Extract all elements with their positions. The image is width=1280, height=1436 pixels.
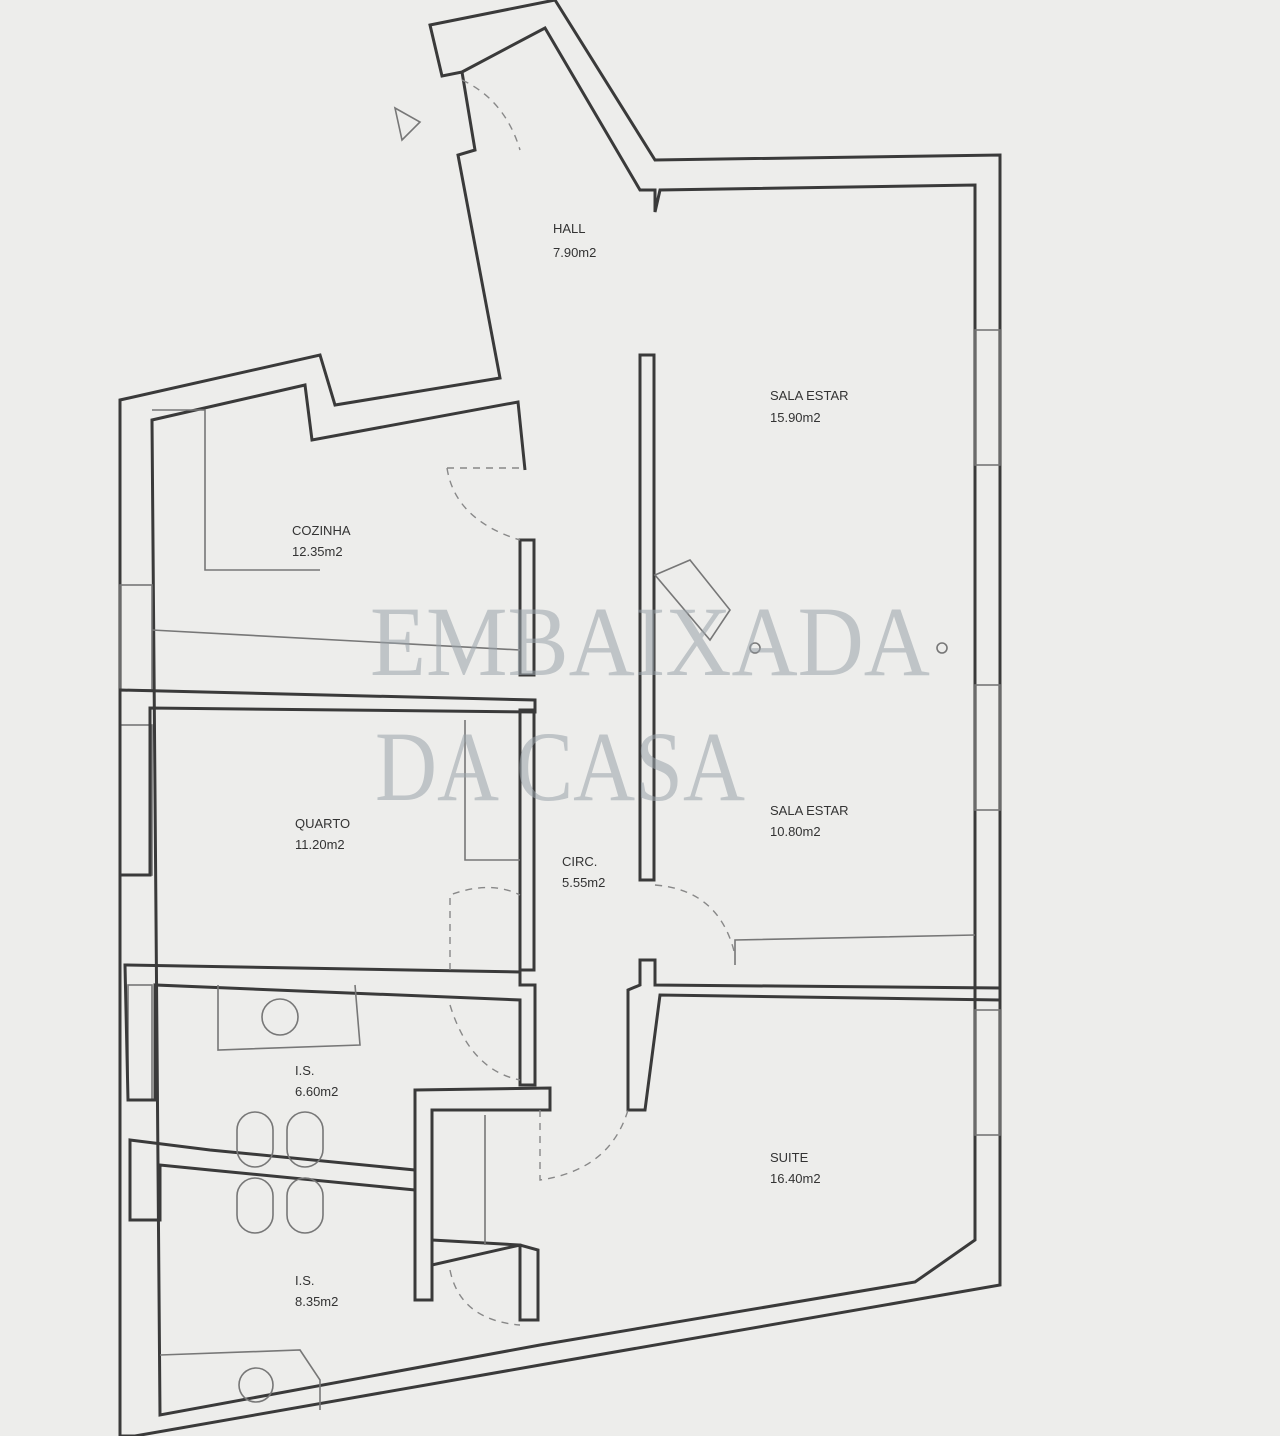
column-icon <box>936 642 948 654</box>
kitchen-counter <box>151 629 521 651</box>
room-cozinha: COZINHA 12.35m2 <box>292 523 351 559</box>
entrance-door <box>461 79 521 151</box>
svg-text:QUARTO: QUARTO <box>295 816 350 831</box>
partition-wall <box>430 1238 540 1322</box>
partition-wall <box>118 688 537 877</box>
watermark-line2: DA CASA <box>375 711 745 822</box>
window <box>974 684 1001 811</box>
room-quarto: QUARTO 11.20m2 <box>295 816 350 852</box>
svg-text:7.90m2: 7.90m2 <box>553 245 596 260</box>
watermark-line1: EMBAIXADA <box>370 586 930 697</box>
room-suite: SUITE 16.40m2 <box>770 1150 821 1186</box>
wardrobe <box>464 720 520 861</box>
bedroom-door <box>449 886 521 970</box>
fireplace <box>653 559 731 642</box>
kitchen-door <box>446 467 521 541</box>
toilet-icon <box>236 1177 274 1234</box>
window <box>974 1009 1001 1136</box>
svg-text:11.20m2: 11.20m2 <box>295 837 345 852</box>
partition-wall <box>626 958 1002 1112</box>
column-icon <box>749 642 761 654</box>
inner-wall-line <box>150 26 977 1417</box>
svg-text:8.35m2: 8.35m2 <box>295 1294 338 1309</box>
bidet-icon <box>286 1177 324 1234</box>
suite-door <box>539 1109 629 1181</box>
svg-text:HALL: HALL <box>553 221 586 236</box>
svg-text:5.55m2: 5.55m2 <box>562 875 605 890</box>
window <box>974 329 1001 466</box>
vanity <box>217 984 361 1051</box>
partition-wall <box>518 538 536 677</box>
partition-wall <box>518 708 536 972</box>
svg-text:12.35m2: 12.35m2 <box>292 544 343 559</box>
svg-text:SUITE: SUITE <box>770 1150 809 1165</box>
living-door <box>654 884 736 956</box>
room-is-1: I.S. 6.60m2 <box>295 1063 338 1099</box>
svg-text:SALA ESTAR: SALA ESTAR <box>770 803 849 818</box>
outer-wall <box>118 0 1002 1436</box>
window <box>119 584 153 691</box>
svg-text:10.80m2: 10.80m2 <box>770 824 821 839</box>
bidet-icon <box>286 1111 324 1168</box>
kitchen-counter <box>152 409 320 571</box>
svg-text:16.40m2: 16.40m2 <box>770 1171 821 1186</box>
north-arrow-icon <box>393 106 422 142</box>
window <box>119 724 153 876</box>
cabinet <box>734 934 976 965</box>
partition-wall <box>123 963 537 1102</box>
svg-text:6.60m2: 6.60m2 <box>295 1084 338 1099</box>
partition-wall <box>413 1086 552 1302</box>
svg-text:COZINHA: COZINHA <box>292 523 351 538</box>
svg-text:I.S.: I.S. <box>295 1273 315 1288</box>
toilet-icon <box>236 1111 274 1168</box>
partition-wall <box>128 1138 417 1222</box>
svg-text:I.S.: I.S. <box>295 1063 315 1078</box>
bathtub <box>159 1349 321 1410</box>
room-is-2: I.S. 8.35m2 <box>295 1273 338 1309</box>
svg-text:CIRC.: CIRC. <box>562 854 597 869</box>
sink-icon <box>261 998 299 1036</box>
svg-text:15.90m2: 15.90m2 <box>770 410 821 425</box>
window <box>127 984 153 1101</box>
bathroom-door <box>449 1004 521 1081</box>
partition-wall <box>638 353 656 882</box>
room-sala-estar-2: SALA ESTAR 10.80m2 <box>770 803 849 839</box>
bathroom-door <box>449 1269 521 1326</box>
room-hall: HALL 7.90m2 <box>553 221 596 260</box>
room-sala-estar-1: SALA ESTAR 15.90m2 <box>770 388 849 425</box>
svg-text:SALA ESTAR: SALA ESTAR <box>770 388 849 403</box>
sink-icon <box>238 1367 274 1403</box>
room-circ: CIRC. 5.55m2 <box>562 854 605 890</box>
